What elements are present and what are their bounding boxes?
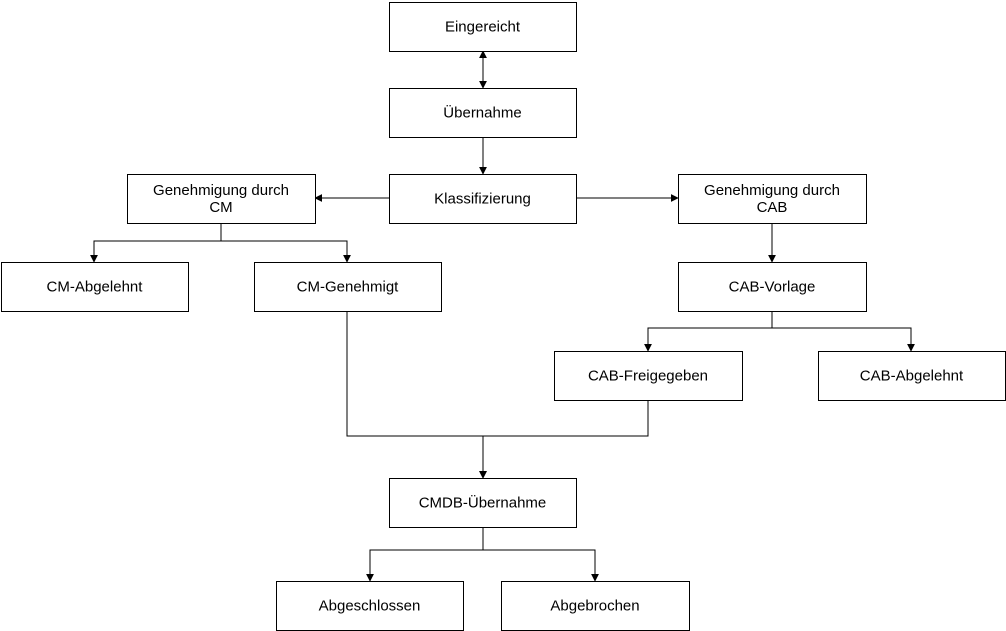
node-label: Abgeschlossen xyxy=(319,598,421,615)
node-cab-vorlage: CAB-Vorlage xyxy=(678,262,867,312)
node-box xyxy=(678,262,867,312)
edge-cm-genehmigt-to-cmdb-uebernahme xyxy=(346,311,487,479)
node-box xyxy=(678,174,867,224)
node-label: CAB-Vorlage xyxy=(729,279,816,296)
node-box xyxy=(127,174,316,224)
node-cab-abgelehnt: CAB-Abgelehnt xyxy=(818,351,1006,401)
node-cm-abgelehnt: CM-Abgelehnt xyxy=(1,262,189,312)
node-box xyxy=(389,478,577,528)
edge-genehmigung-cm-to-cm-genehmigt xyxy=(220,223,351,263)
node-abgebrochen: Abgebrochen xyxy=(501,581,690,631)
node-label: CM-Genehmigt xyxy=(297,279,400,296)
node-uebernahme: Übernahme xyxy=(389,88,577,138)
node-label: Klassifizierung xyxy=(434,191,531,208)
edge-cmdb-uebernahme-to-abgebrochen xyxy=(482,527,599,582)
node-box xyxy=(389,2,577,52)
edges-layer xyxy=(90,50,915,582)
edge-cmdb-uebernahme-to-abgeschlossen xyxy=(366,527,484,582)
node-box xyxy=(389,88,577,138)
node-label: Abgebrochen xyxy=(550,598,639,615)
node-label: Übernahme xyxy=(443,104,521,122)
edge-genehmigung-cm-to-cm-abgelehnt xyxy=(90,223,222,263)
node-label: CM-Abgelehnt xyxy=(47,279,144,296)
node-box xyxy=(276,581,464,631)
node-eingereicht: Eingereicht xyxy=(389,2,577,52)
node-box xyxy=(818,351,1006,401)
node-label: Eingereicht xyxy=(445,19,521,36)
node-box xyxy=(501,581,690,631)
node-abgeschlossen: Abgeschlossen xyxy=(276,581,464,631)
node-box xyxy=(554,351,743,401)
node-box xyxy=(254,262,442,312)
node-box xyxy=(1,262,189,312)
node-cab-freigegeben: CAB-Freigegeben xyxy=(554,351,743,401)
node-label: CAB-Freigegeben xyxy=(588,368,708,385)
node-label: CAB-Abgelehnt xyxy=(860,368,964,385)
edge-cab-freigegeben-to-cmdb-uebernahme xyxy=(479,400,649,479)
edge-cab-vorlage-to-cab-abgelehnt xyxy=(771,311,915,352)
node-cm-genehmigt: CM-Genehmigt xyxy=(254,262,442,312)
node-klassifizierung: Klassifizierung xyxy=(389,174,577,224)
node-cmdb-uebernahme: CMDB-Übernahme xyxy=(389,478,577,528)
node-box xyxy=(389,174,577,224)
node-label: CMDB-Übernahme xyxy=(419,494,547,512)
edge-cab-vorlage-to-cab-freigegeben xyxy=(644,311,773,352)
